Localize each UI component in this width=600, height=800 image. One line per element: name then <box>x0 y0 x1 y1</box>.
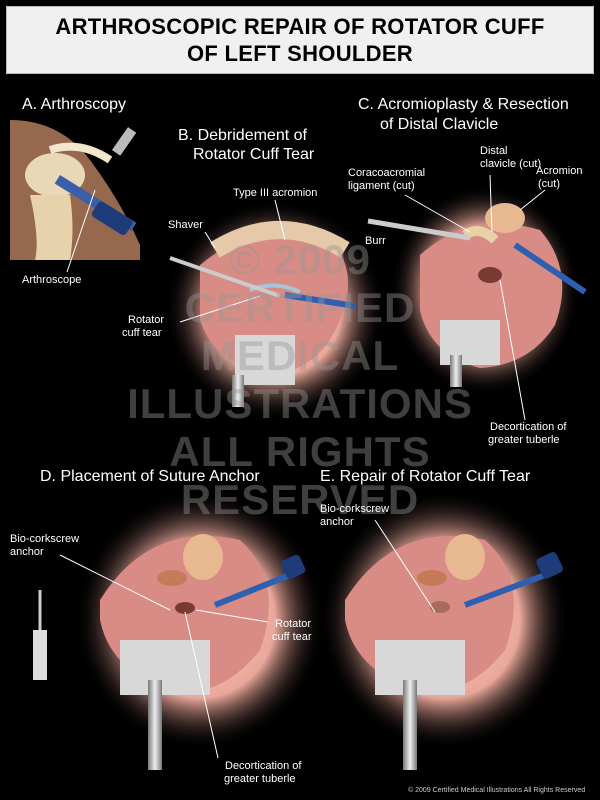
label-arthroscope: Arthroscope <box>22 274 82 286</box>
label-d-bio-corkscrew-line-2: anchor <box>10 546 44 558</box>
leader-lines <box>59 174 546 759</box>
label-e-bio-corkscrew-line-2: anchor <box>320 516 354 528</box>
panel-b-illustration <box>165 200 385 420</box>
label-d-rotator-cuff-tear-line-1: Rotator <box>275 618 312 630</box>
watermark-line-5: ALL RIGHTS <box>169 428 431 475</box>
panel-a-heading: A. Arthroscopy <box>22 96 127 113</box>
label-distal-clavicle-line-2: clavicle (cut) <box>480 158 542 170</box>
label-b-rotator-cuff-tear-line-2: cuff tear <box>122 327 162 339</box>
panel-c-heading-line-2: of Distal Clavicle <box>380 116 499 133</box>
watermark-line-4: ILLUSTRATIONS <box>127 380 473 427</box>
watermark-line-3: MEDICAL <box>200 332 400 379</box>
label-d-decortication-line-1: Decortication of <box>225 760 302 772</box>
watermark-line-1: © 2009 <box>228 236 372 283</box>
watermark-line-2: CERTIFIED <box>184 284 416 331</box>
label-d-bio-corkscrew-line-1: Bio-corkscrew <box>10 533 80 545</box>
watermark: © 2009 CERTIFIED MEDICAL ILLUSTRATIONS A… <box>0 236 600 524</box>
label-shaver: Shaver <box>168 219 203 231</box>
label-c-decortication-line-1: Decortication of <box>490 421 567 433</box>
label-acromion-cut-line-1: Acromion <box>536 165 583 177</box>
label-acromion-cut-line-2: (cut) <box>538 178 560 190</box>
panel-d-illustration <box>33 490 325 770</box>
panel-e-heading: E. Repair of Rotator Cuff Tear <box>320 468 531 485</box>
panel-c-illustration <box>367 185 587 395</box>
panel-b-heading-line-2: Rotator Cuff Tear <box>193 146 315 163</box>
panel-e-illustration <box>320 490 570 770</box>
title-banner: ARTHROSCOPIC REPAIR OF ROTATOR CUFF OF L… <box>6 6 594 74</box>
panel-d-heading: D. Placement of Suture Anchor <box>40 468 260 485</box>
label-coracoacromial-line-2: ligament (cut) <box>348 180 415 192</box>
title-line-2: OF LEFT SHOULDER <box>186 41 413 66</box>
label-c-decortication-line-2: greater tuberle <box>488 434 560 446</box>
panel-a-illustration <box>10 120 140 260</box>
label-coracoacromial-line-1: Coracoacromial <box>348 167 426 179</box>
label-burr: Burr <box>365 235 386 247</box>
label-b-rotator-cuff-tear-line-1: Rotator <box>128 314 165 326</box>
label-d-decortication-line-2: greater tuberle <box>224 773 296 785</box>
label-d-rotator-cuff-tear-line-2: cuff tear <box>272 631 312 643</box>
copyright-notice: © 2009 Certified Medical Illustrations A… <box>408 787 586 794</box>
title-line-1: ARTHROSCOPIC REPAIR OF ROTATOR CUFF <box>55 14 545 39</box>
panel-c-heading-line-1: C. Acromioplasty & Resection <box>358 96 569 113</box>
label-distal-clavicle-line-1: Distal <box>480 145 508 157</box>
watermark-line-6: RESERVED <box>180 476 420 523</box>
label-type-iii-acromion: Type III acromion <box>233 187 318 199</box>
panel-b-heading-line-1: B. Debridement of <box>178 127 307 144</box>
label-e-bio-corkscrew-line-1: Bio-corkscrew <box>320 503 390 515</box>
